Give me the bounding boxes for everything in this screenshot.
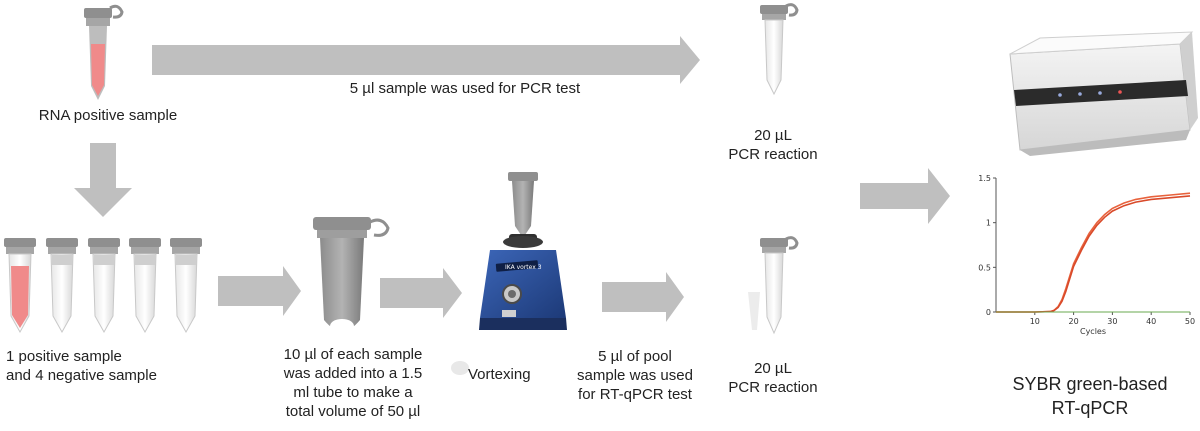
arrow-direct-pcr: [152, 36, 700, 84]
pool-line-4: total volume of 50 µl: [285, 403, 421, 420]
droplet-icon: [451, 361, 469, 375]
chart-x-tick-label: 40: [1146, 317, 1156, 326]
chart-x-tick-label: 20: [1069, 317, 1079, 326]
sybr-label: SYBR green-based RT-qPCR: [990, 372, 1190, 420]
pcr-direct-label: 5 µl sample was used for PCR test: [349, 80, 581, 97]
chart-x-tick-label: 50: [1185, 317, 1195, 326]
samples-line-1: 1 positive sample: [6, 348, 122, 365]
pcr-tube-top: [760, 3, 799, 96]
rna-positive-label: RNA positive sample: [38, 107, 178, 124]
pool-used-label: 5 µl of pool sample was used for RT-qPCR…: [560, 347, 710, 404]
chart-series-line-1: [996, 192, 1191, 313]
reaction-top-volume: 20 µL: [754, 127, 792, 144]
pool-label: 10 µl of each sample was added into a 1.…: [268, 345, 438, 421]
arrow-down-to-samples: [74, 143, 132, 217]
samples-line-2: and 4 negative sample: [6, 367, 157, 384]
pool-line-2: was added into a 1.5: [283, 365, 423, 382]
arrow-pool-to-vortex: [380, 268, 462, 318]
arrow-vortex-to-tube: [602, 272, 684, 322]
chart-y-tick-label: 0: [986, 308, 991, 317]
qpcr-machine-icon: [1009, 31, 1198, 156]
pcr-reaction-bottom-label: 20 µL PCR reaction: [718, 359, 828, 397]
pool-tube: [313, 217, 390, 333]
sybr-line-1: SYBR green-based: [1012, 374, 1168, 394]
vortexing-label: Vortexing: [468, 366, 531, 383]
samples-label: 1 positive sample and 4 negative sample: [6, 347, 206, 385]
pool-line-3: ml tube to make a: [293, 384, 413, 401]
reaction-bottom-text: PCR reaction: [728, 379, 818, 396]
chart-y-tick-label: 0.5: [978, 263, 991, 272]
arrow-to-qpcr: [860, 168, 950, 224]
positive-sample-tube: [4, 238, 36, 334]
pcr-tube-bottom: [760, 236, 799, 335]
negative-sample-tube-1: [46, 238, 78, 334]
chart-x-tick-label: 10: [1030, 317, 1040, 326]
used-line-1: 5 µl of pool: [598, 348, 672, 365]
chart-series-line-2: [996, 195, 1191, 313]
pipette-tip-icon: [748, 292, 760, 330]
pool-line-1: 10 µl of each sample: [283, 346, 423, 363]
vortexer-brand-label: IKA vortex 3: [505, 264, 542, 271]
reaction-top-text: PCR reaction: [728, 146, 818, 163]
negative-sample-tube-2: [88, 238, 120, 334]
vortexer-icon: IKA vortex 3: [479, 234, 567, 330]
used-line-2: sample was used: [577, 367, 693, 384]
vortex-tube: [508, 172, 538, 238]
sybr-line-2: RT-qPCR: [1051, 398, 1129, 418]
negative-sample-tube-3: [129, 238, 161, 334]
chart-y-tick-label: 1: [986, 219, 991, 228]
chart-x-tick-label: 30: [1107, 317, 1117, 326]
reaction-bottom-volume: 20 µL: [754, 360, 792, 377]
chart-x-axis-label: Cycles: [1080, 327, 1106, 336]
used-line-3: for RT-qPCR test: [578, 386, 692, 403]
arrow-samples-to-pool: [218, 266, 301, 316]
chart-y-tick-label: 1.5: [978, 174, 991, 183]
pcr-reaction-top-label: 20 µL PCR reaction: [718, 126, 828, 164]
negative-sample-tube-4: [170, 238, 202, 334]
rna-positive-tube: [84, 4, 124, 100]
five-sample-tubes: [4, 238, 202, 334]
